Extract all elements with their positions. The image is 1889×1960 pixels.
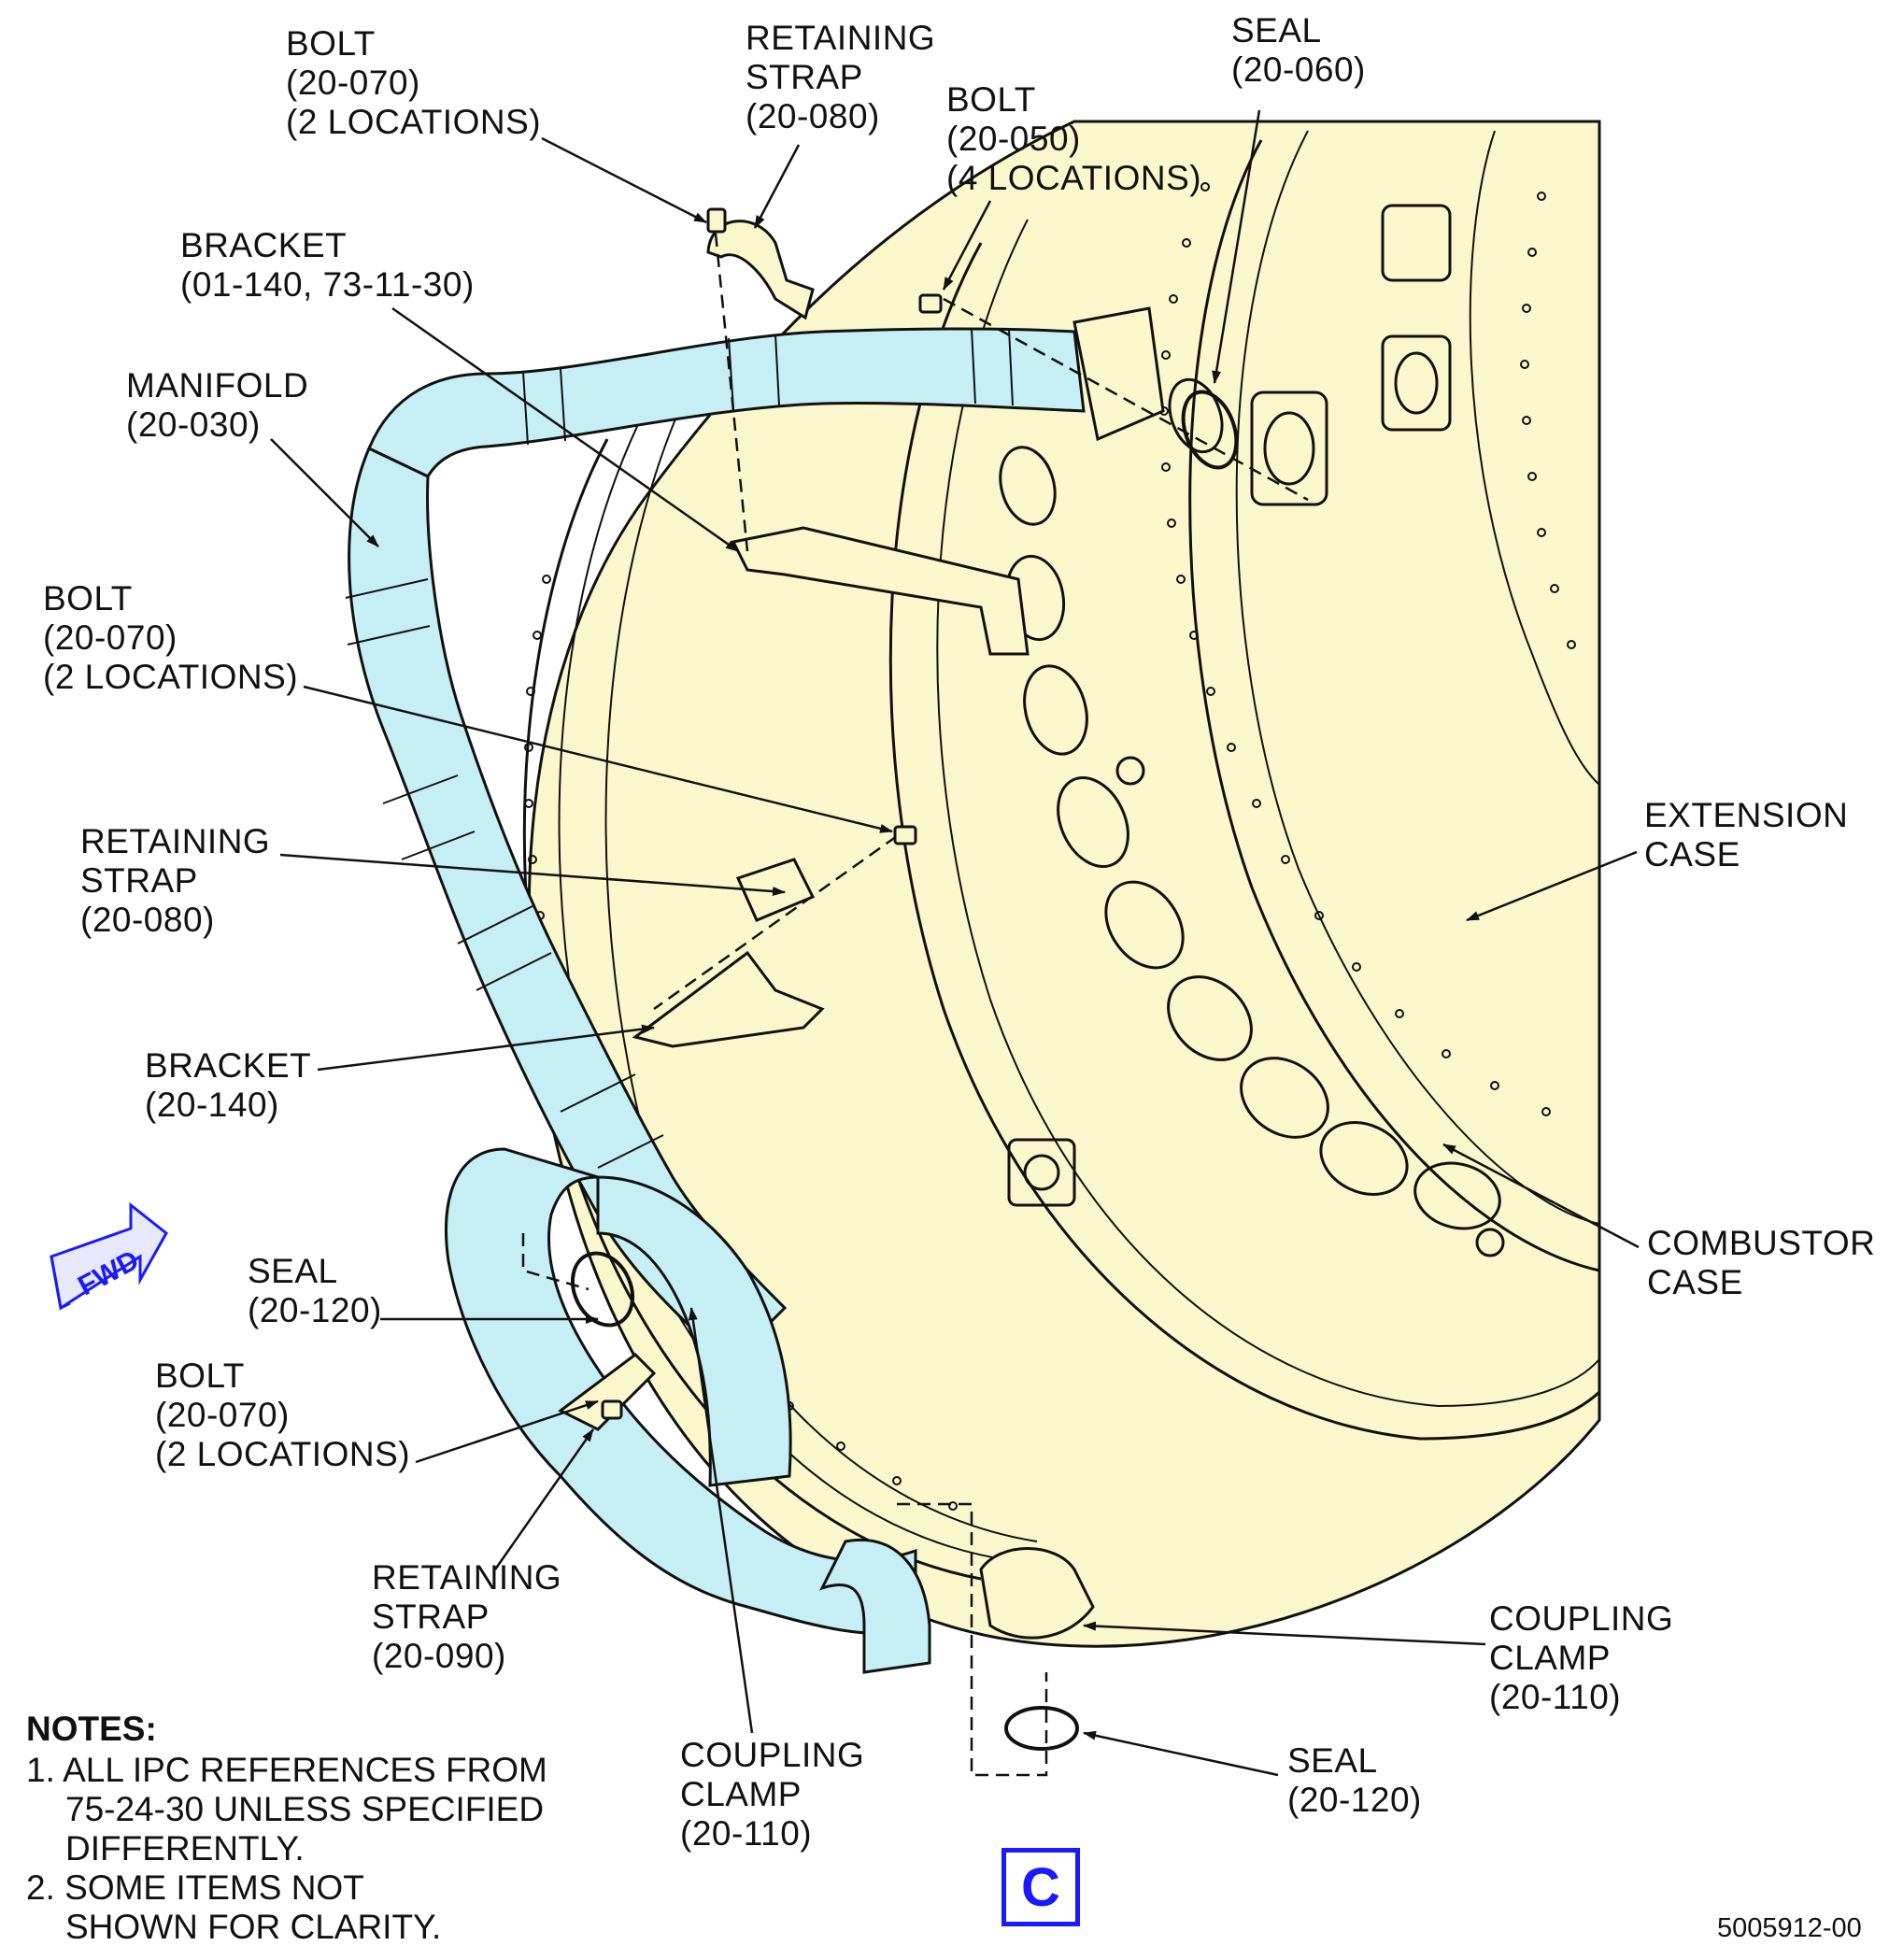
view-letter-box: C xyxy=(1001,1848,1080,1926)
figure-id: 5005912-00 xyxy=(1717,1913,1862,1943)
label-bolt-mid: BOLT(20-070)(2 LOCATIONS) xyxy=(43,579,299,696)
label-seal-bottom: SEAL(20-120) xyxy=(1287,1741,1422,1819)
label-bracket-mid: BRACKET(20-140) xyxy=(145,1046,312,1124)
fwd-arrow-icon: FWD xyxy=(50,1201,168,1311)
bracket-upper xyxy=(731,526,1030,656)
label-seal-left: SEAL(20-120) xyxy=(248,1252,382,1329)
note-line: 2. SOME ITEMS NOT xyxy=(26,1868,364,1907)
bolt-parts xyxy=(601,207,943,1420)
seal-rings xyxy=(570,390,1239,1751)
label-bolt-low: BOLT(20-070)(2 LOCATIONS) xyxy=(155,1356,411,1473)
label-bolt-4-locations: BOLT(20-050)(4 LOCATIONS) xyxy=(946,80,1202,197)
label-bolt-top: BOLT(20-070)(2 LOCATIONS) xyxy=(286,24,542,141)
note-line: 1. ALL IPC REFERENCES FROM xyxy=(26,1751,547,1789)
label-bracket-top: BRACKET(01-140, 73-11-30) xyxy=(180,226,475,304)
notes-title: NOTES: xyxy=(26,1710,157,1748)
note-line: DIFFERENTLY. xyxy=(65,1829,305,1868)
manifold-flange xyxy=(1072,306,1224,454)
note-line: 75-24-30 UNLESS SPECIFIED xyxy=(65,1790,545,1828)
retaining-strap-parts xyxy=(558,220,1095,1640)
label-seal-top: SEAL(20-060) xyxy=(1231,11,1366,89)
label-manifold: MANIFOLD(20-030) xyxy=(126,366,309,444)
assembly-lines xyxy=(521,233,1309,1777)
leader-lines xyxy=(270,109,1640,1777)
note-line: SHOWN FOR CLARITY. xyxy=(65,1908,442,1946)
